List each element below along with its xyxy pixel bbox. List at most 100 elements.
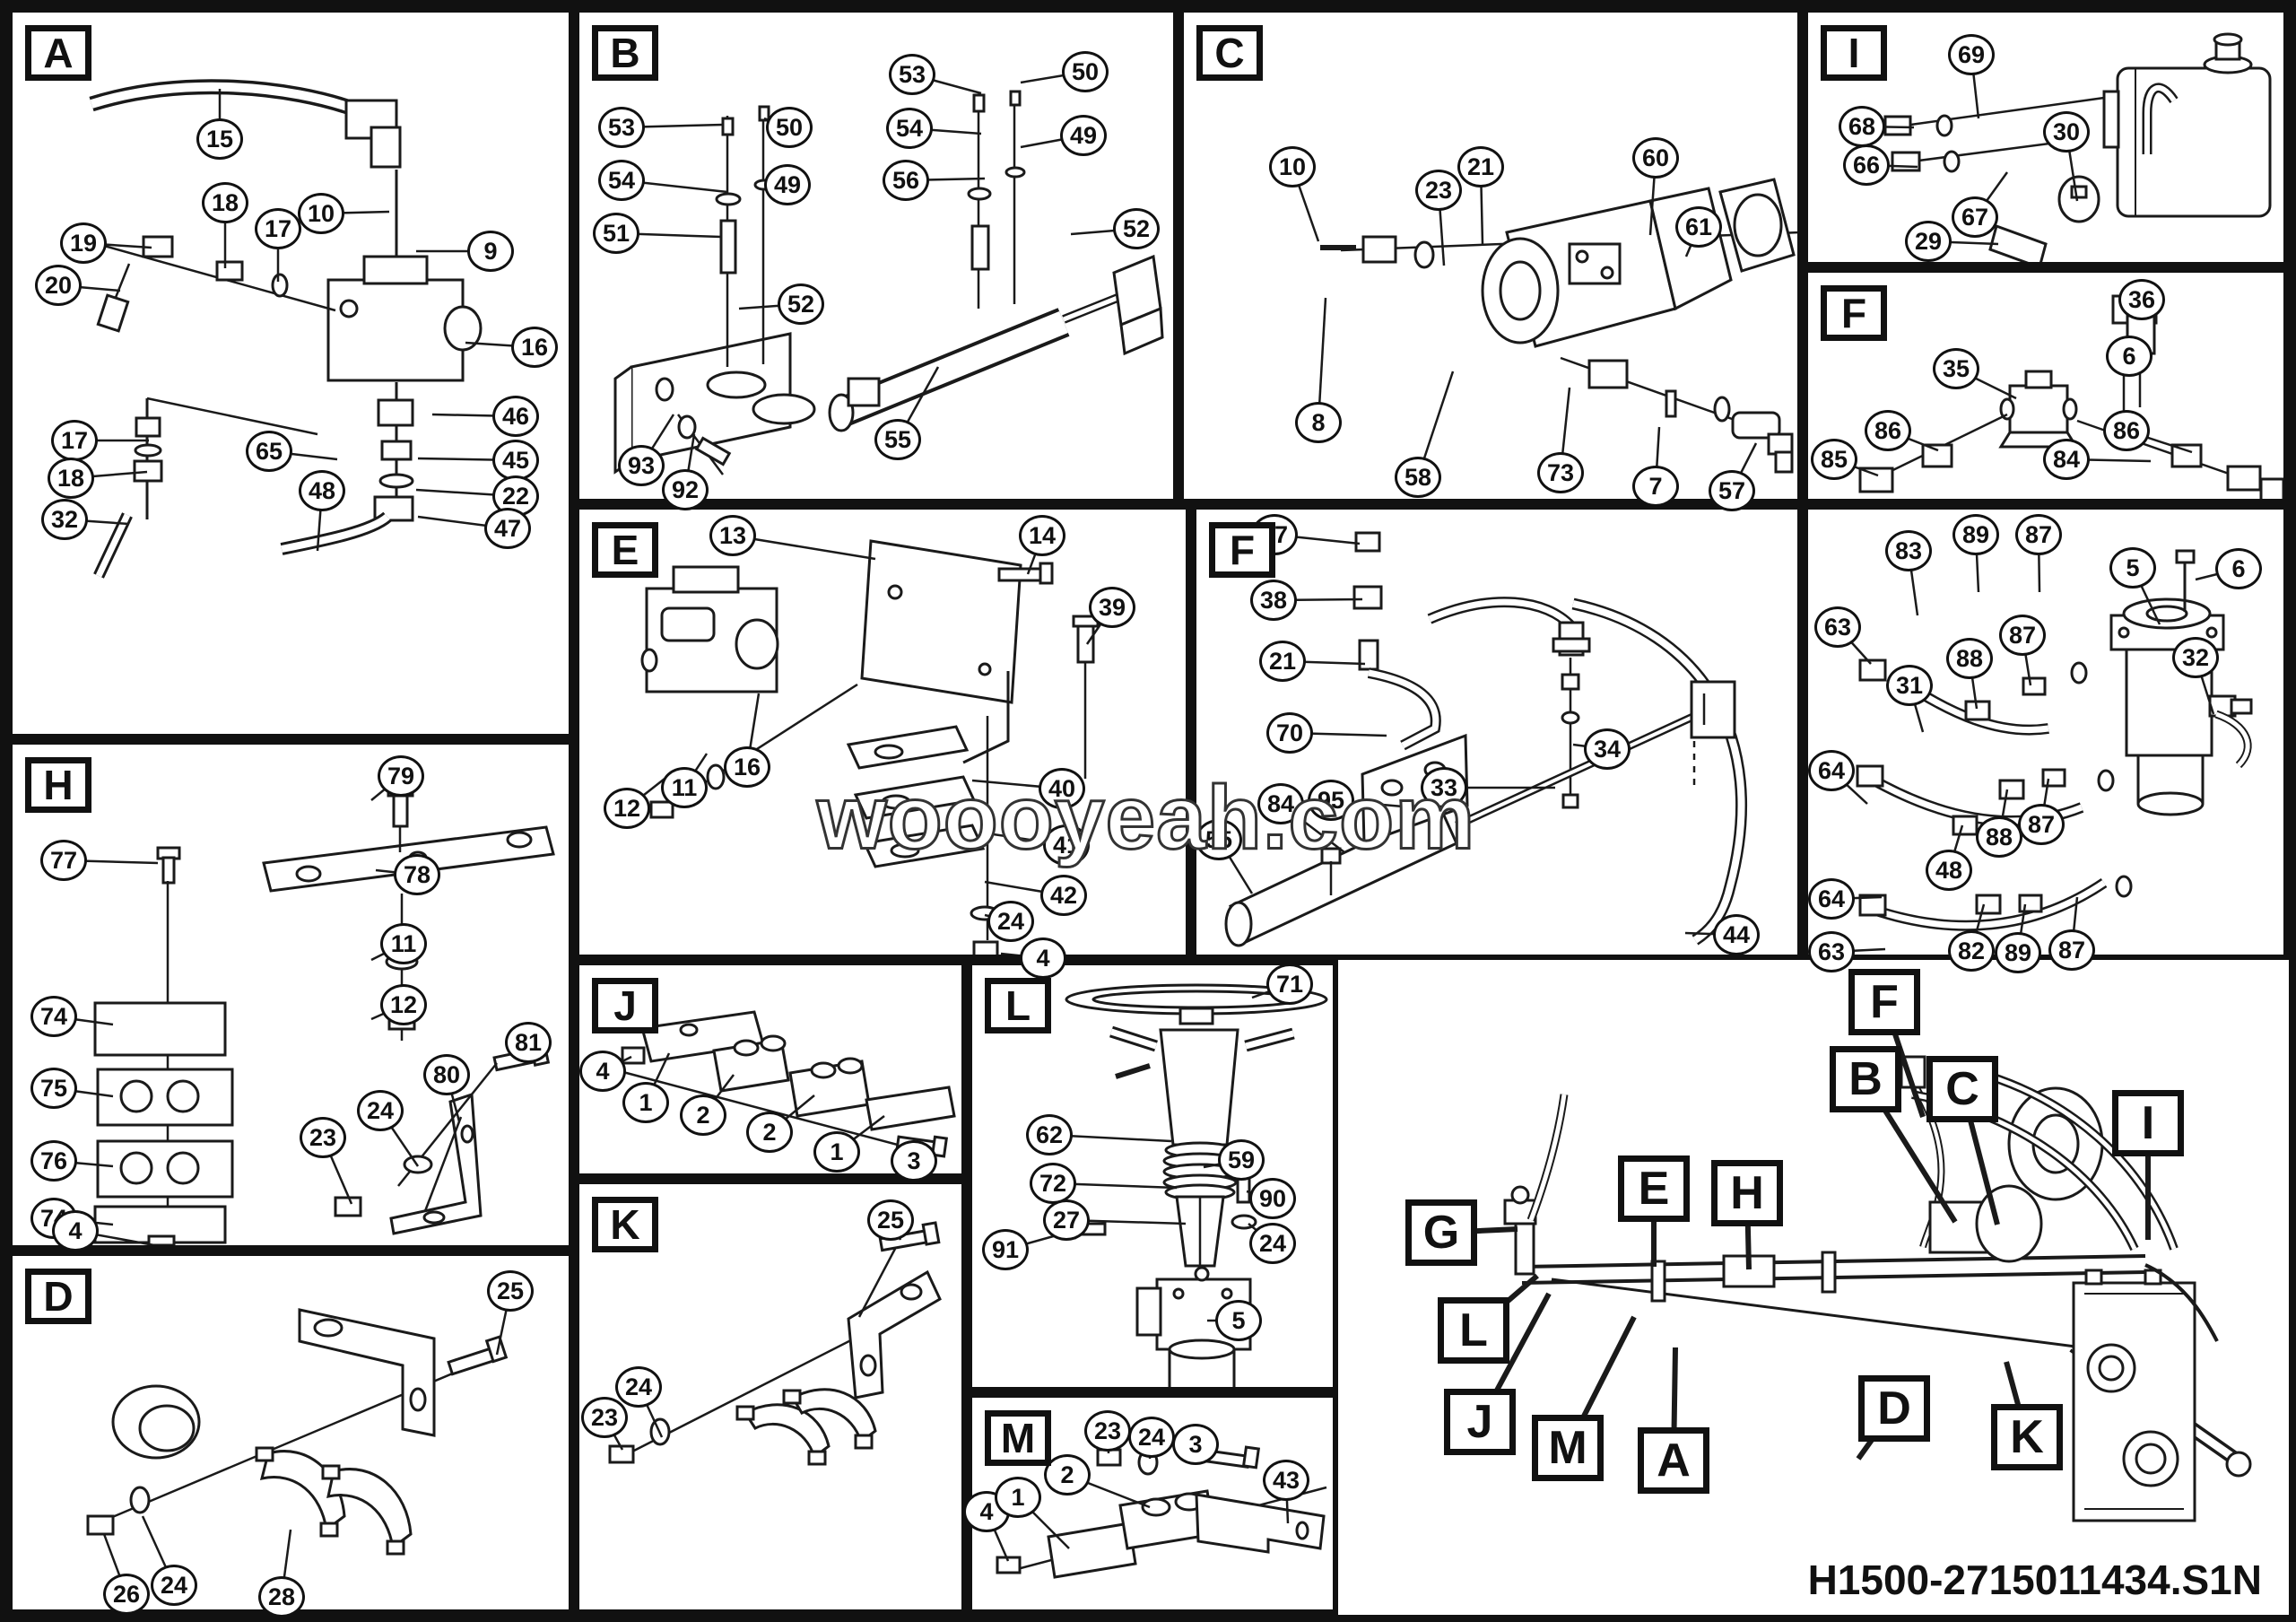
callout-81: 81: [505, 1022, 552, 1063]
panel-f-middle-sketch: [1196, 510, 1797, 955]
callout-48: 48: [299, 470, 345, 511]
panel-f-middle-letter: F: [1229, 527, 1256, 573]
callout-2: 2: [680, 1094, 726, 1136]
callout-26: 26: [103, 1574, 150, 1615]
callout-2: 2: [746, 1112, 793, 1153]
callout-89: 89: [1952, 514, 1999, 555]
callout-47: 47: [484, 508, 531, 549]
panel-k-label: K: [592, 1197, 658, 1252]
panel-e-letter: E: [611, 527, 639, 573]
callout-16: 16: [511, 327, 558, 368]
callout-21: 21: [1259, 641, 1306, 682]
callout-4: 4: [579, 1051, 626, 1092]
callout-73: 73: [1537, 452, 1584, 493]
panel-b-letter: B: [610, 30, 640, 76]
callout-52: 52: [778, 283, 824, 325]
callout-16: 16: [724, 746, 770, 788]
callout-32: 32: [41, 499, 88, 540]
callout-6: 6: [2106, 336, 2152, 377]
panel-b-label: B: [592, 25, 658, 81]
callout-12: 12: [604, 788, 650, 829]
panel-d-sketch: [13, 1256, 569, 1609]
panel-i-label: I: [1821, 25, 1887, 81]
overview-label-B: B: [1830, 1046, 1901, 1112]
callout-77: 77: [40, 840, 87, 881]
callout-28: 28: [258, 1576, 305, 1618]
callout-60: 60: [1632, 137, 1679, 179]
callout-75: 75: [30, 1068, 77, 1109]
panel-d-letter: D: [43, 1273, 74, 1320]
callout-80: 80: [423, 1054, 470, 1095]
callout-52: 52: [1113, 208, 1160, 249]
callout-87: 87: [2015, 514, 2062, 555]
callout-29: 29: [1905, 221, 1952, 262]
callout-90: 90: [1249, 1178, 1296, 1219]
callout-57: 57: [1709, 470, 1755, 511]
panel-l-letter: L: [1004, 982, 1031, 1029]
callout-74: 74: [30, 996, 77, 1037]
callout-8: 8: [1295, 402, 1342, 443]
callout-54: 54: [598, 160, 645, 201]
callout-63: 63: [1808, 931, 1855, 972]
panel-h-letter: H: [43, 762, 74, 808]
callout-4: 4: [1020, 937, 1066, 979]
panel-a-letter: A: [43, 30, 74, 76]
callout-24: 24: [615, 1366, 662, 1408]
overview-label-K: K: [1991, 1404, 2063, 1470]
callout-88: 88: [1976, 816, 2022, 858]
callout-11: 11: [661, 767, 708, 808]
callout-27: 27: [1043, 1199, 1090, 1241]
panel-m-label: M: [985, 1410, 1051, 1466]
callout-3: 3: [891, 1140, 937, 1182]
callout-82: 82: [1948, 930, 1995, 972]
callout-87: 87: [1999, 615, 2046, 656]
callout-65: 65: [246, 431, 292, 472]
callout-3: 3: [1172, 1424, 1219, 1465]
callout-21: 21: [1457, 146, 1504, 187]
callout-36: 36: [2118, 279, 2165, 320]
callout-58: 58: [1395, 457, 1441, 498]
callout-50: 50: [1062, 51, 1109, 92]
callout-24: 24: [357, 1090, 404, 1131]
callout-76: 76: [30, 1140, 77, 1182]
callout-89: 89: [1995, 932, 2041, 973]
callout-13: 13: [709, 515, 756, 556]
callout-85: 85: [1811, 439, 1857, 480]
callout-49: 49: [764, 164, 811, 205]
panel-a-label: A: [25, 25, 91, 81]
callout-70: 70: [1266, 712, 1313, 754]
callout-38: 38: [1250, 580, 1297, 621]
panel-f-middle-label: F: [1209, 522, 1275, 578]
panel-c-letter: C: [1214, 30, 1245, 76]
callout-24: 24: [151, 1565, 197, 1606]
callout-62: 62: [1026, 1114, 1073, 1155]
callout-23: 23: [1415, 170, 1462, 211]
panel-steering-unit-sketch: [1808, 510, 2283, 955]
callout-84: 84: [2043, 439, 2090, 480]
callout-34: 34: [1584, 728, 1631, 770]
callout-5: 5: [1215, 1300, 1262, 1341]
callout-54: 54: [886, 108, 933, 149]
panel-h-sketch: [13, 745, 569, 1245]
callout-46: 46: [492, 396, 539, 437]
callout-23: 23: [1084, 1410, 1131, 1452]
callout-18: 18: [202, 182, 248, 223]
callout-32: 32: [2172, 637, 2219, 678]
callout-87: 87: [2018, 804, 2065, 845]
overview-label-A: A: [1638, 1427, 1709, 1494]
callout-10: 10: [298, 193, 344, 234]
callout-25: 25: [487, 1270, 534, 1312]
callout-51: 51: [593, 213, 639, 254]
callout-43: 43: [1263, 1460, 1309, 1501]
panel-f-right-letter: F: [1840, 290, 1867, 336]
callout-88: 88: [1946, 638, 1993, 679]
part-number: H1500-2715011434.S1N: [1807, 1557, 2262, 1603]
callout-31: 31: [1886, 665, 1933, 706]
callout-78: 78: [394, 854, 440, 895]
callout-23: 23: [581, 1397, 628, 1438]
